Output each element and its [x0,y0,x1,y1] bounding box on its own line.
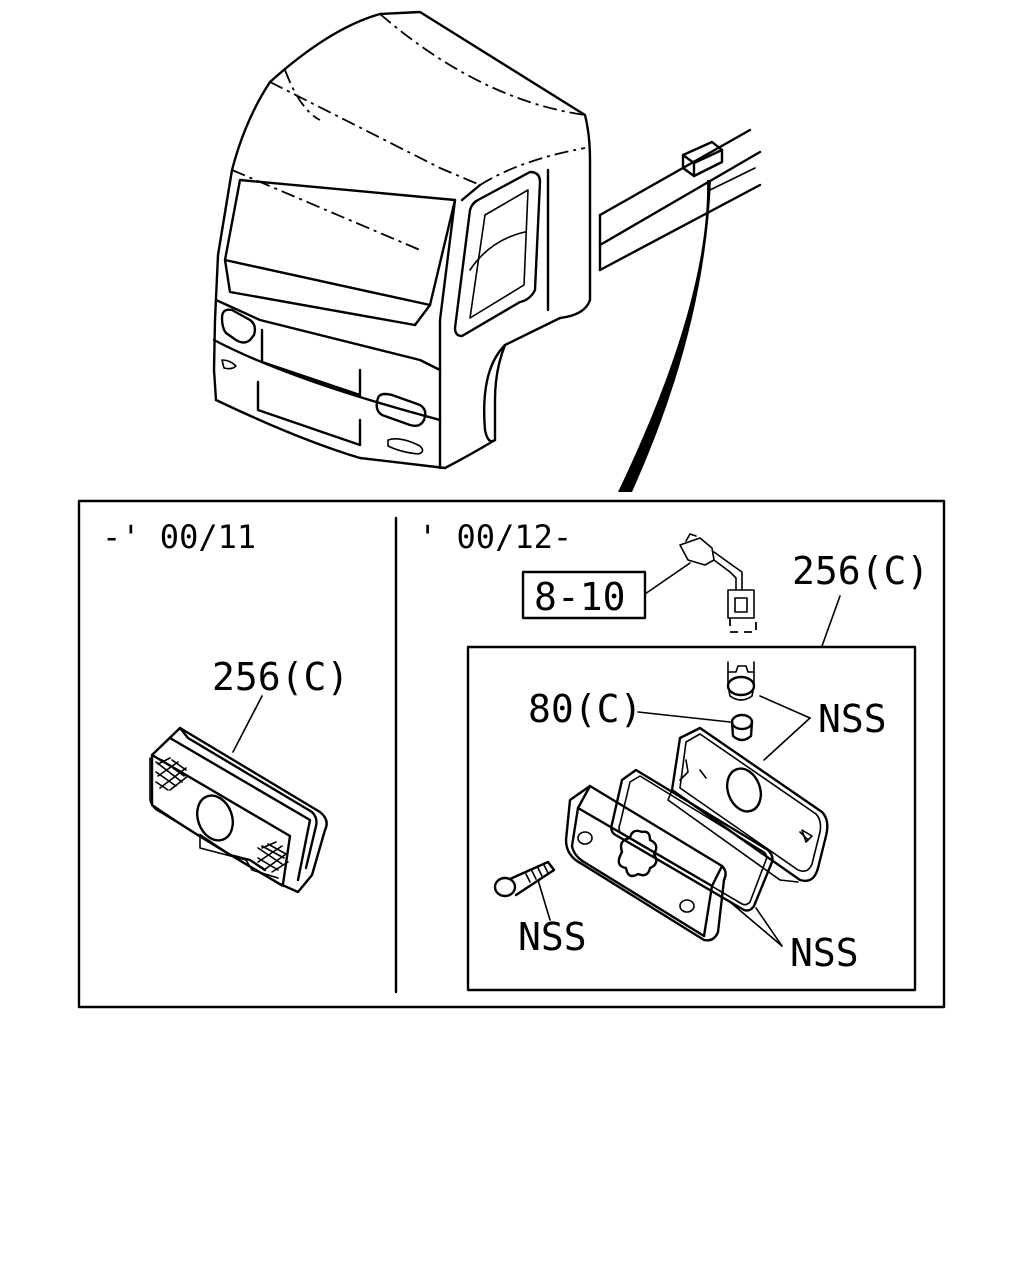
side-marker-lamp-old [149,726,328,894]
lamp-housing [667,726,829,883]
leader-line [644,562,691,595]
part-label-left: 256(C) [212,655,349,699]
leader-line [759,695,811,719]
leader-line [729,901,783,947]
nss-label-bottom: NSS [790,931,859,975]
lamp-lens [564,784,727,942]
wire-connector-icon [679,533,757,633]
nss-label-bolt: NSS [518,915,587,959]
leader-line [637,711,731,723]
left-panel: -' 00/11 256(C) [102,518,349,894]
truck-cab-illustration [212,10,762,492]
leader-line [763,717,811,761]
ref-box[interactable] [521,570,647,620]
leader-line [821,595,841,647]
assembly-box [466,645,917,992]
leader-line [232,695,263,753]
leader-line [537,879,551,921]
screw-icon [493,860,556,898]
ref-box-label[interactable]: 8-10 [534,575,626,619]
lamp-gasket [610,768,774,912]
right-panel: ' 00/12- 8-10 256(C) [418,518,929,992]
leader-line [755,907,783,947]
part-label-right: 256(C) [792,549,929,593]
bulb-icon [730,713,754,742]
bulb-socket-icon [726,661,756,701]
detail-frame [77,499,946,1009]
bulb-label: 80(C) [528,687,642,731]
period-left: -' 00/11 [102,518,256,556]
period-right: ' 00/12- [418,518,572,556]
nss-label-top: NSS [818,697,887,741]
